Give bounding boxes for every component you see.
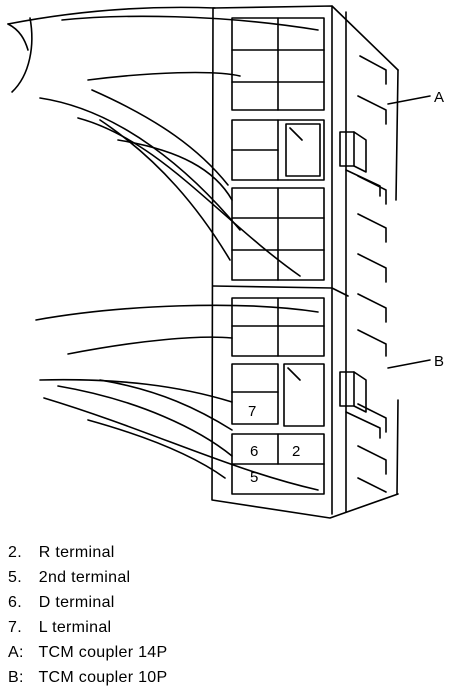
legend-text: D terminal: [38, 594, 115, 611]
legend-key: B:: [8, 669, 24, 686]
legend-key: A:: [8, 644, 24, 661]
legend-text: R terminal: [38, 544, 115, 561]
legend-item: A: TCM coupler 14P: [8, 640, 167, 665]
upper-terminal-block: [231, 17, 325, 281]
legend-item: 2. R terminal: [8, 540, 167, 565]
legend-key: 2.: [8, 544, 22, 561]
legend-text: L terminal: [38, 619, 112, 636]
terminal-7-label: 7: [248, 403, 256, 420]
legend-key: 7.: [8, 619, 22, 636]
legend-text: TCM coupler 14P: [38, 644, 168, 661]
callout-a-leader: [387, 95, 431, 105]
legend-item: 6. D terminal: [8, 590, 167, 615]
connector-diagram: A B 7 6 2 5: [7, 5, 444, 519]
lower-wire-bundle: [35, 304, 319, 491]
legend-text: 2nd terminal: [38, 569, 131, 586]
connector-housing: [211, 5, 399, 519]
callout-b-leader: [387, 359, 431, 369]
lower-terminal-block: [231, 297, 325, 495]
callout-a-label: A: [434, 89, 444, 106]
legend-item: B: TCM coupler 10P: [8, 665, 167, 690]
legend-item: 5. 2nd terminal: [8, 565, 167, 590]
callout-b-label: B: [434, 353, 444, 370]
upper-wire-bundle: [7, 6, 319, 277]
legend-key: 6.: [8, 594, 22, 611]
legend-text: TCM coupler 10P: [38, 669, 168, 686]
terminal-6-label: 6: [250, 443, 258, 460]
terminal-5-label: 5: [250, 469, 258, 486]
terminal-2-label: 2: [292, 443, 300, 460]
legend: 2. R terminal 5. 2nd terminal 6. D termi…: [8, 540, 167, 690]
housing-latch-ribs: [357, 55, 387, 493]
coupler-b-lock-tab: [339, 371, 381, 439]
legend-item: 7. L terminal: [8, 615, 167, 640]
coupler-a-lock-tab: [339, 131, 381, 197]
legend-key: 5.: [8, 569, 22, 586]
